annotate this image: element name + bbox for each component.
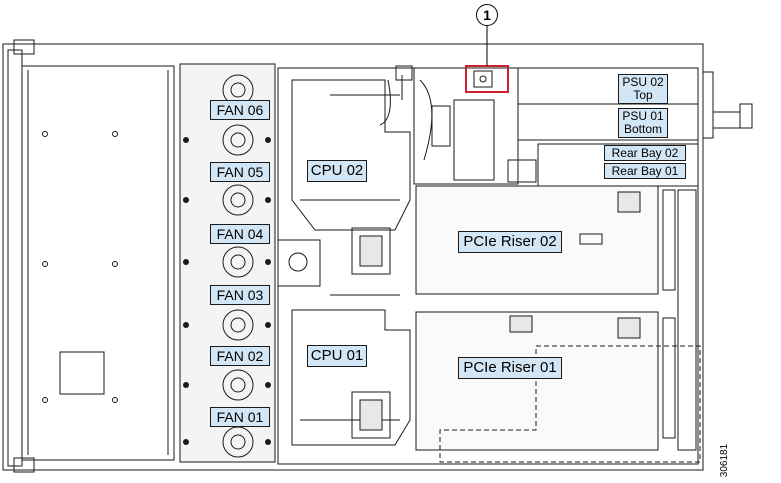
psu-02-name: PSU 02 bbox=[622, 75, 664, 90]
rear-bay-02-label: Rear Bay 02 bbox=[604, 145, 686, 161]
fan-01-label: FAN 01 bbox=[210, 407, 270, 427]
psu-01-name: PSU 01 bbox=[622, 109, 664, 124]
cpu-01-heatsink bbox=[291, 309, 411, 446]
front-drive-bay bbox=[21, 65, 175, 461]
fan-02-label: FAN 02 bbox=[210, 346, 270, 366]
cpu-01-label: CPU 01 bbox=[307, 345, 367, 367]
fan-rotors bbox=[222, 74, 254, 458]
cpu-02-label: CPU 02 bbox=[307, 160, 367, 182]
fan-04-label: FAN 04 bbox=[210, 224, 270, 244]
psu-01-position: Bottom bbox=[623, 122, 662, 136]
fan-03-label: FAN 03 bbox=[210, 285, 270, 305]
figure-number: 306181 bbox=[718, 440, 732, 480]
psu-02-position: Top bbox=[633, 88, 653, 102]
cpu-02-heatsink bbox=[291, 79, 411, 231]
rear-bay-area bbox=[537, 143, 699, 187]
psu-02-label: PSU 02 Top bbox=[618, 74, 668, 104]
fan-05-label: FAN 05 bbox=[210, 162, 270, 182]
callout-number: 1 bbox=[476, 4, 498, 26]
front-panel-display bbox=[59, 351, 105, 395]
rear-bay-01-label: Rear Bay 01 bbox=[604, 163, 686, 179]
psu-01-label: PSU 01 Bottom bbox=[618, 108, 668, 138]
fan-tray bbox=[179, 63, 276, 463]
pcie-riser-02-label: PCIe Riser 02 bbox=[458, 231, 562, 253]
pcie-riser-01-label: PCIe Riser 01 bbox=[458, 357, 562, 379]
figure-number-text: 306181 bbox=[719, 443, 731, 477]
fan-06-label: FAN 06 bbox=[210, 100, 270, 120]
